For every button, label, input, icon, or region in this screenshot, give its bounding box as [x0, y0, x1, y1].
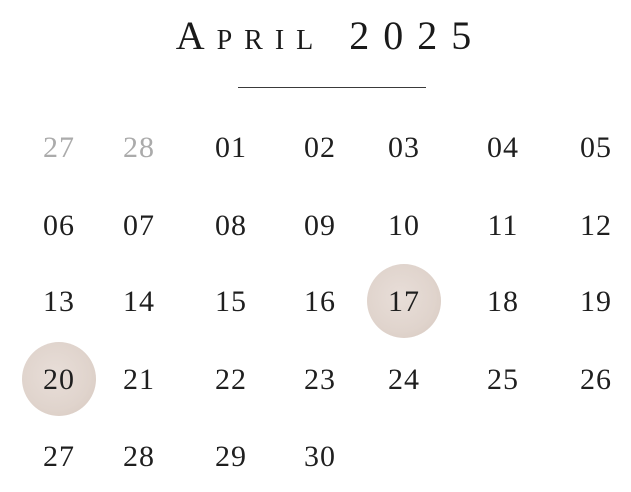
month-label: April [175, 13, 326, 58]
day-cell-other-month[interactable]: 28 [123, 131, 155, 164]
day-cell[interactable]: 24 [388, 363, 420, 396]
day-cell[interactable]: 06 [43, 209, 75, 242]
highlight-circle [367, 264, 441, 338]
day-cell[interactable]: 07 [123, 209, 155, 242]
day-cell[interactable]: 01 [215, 131, 247, 164]
day-cell[interactable]: 30 [304, 440, 336, 473]
calendar-title: April 2025 [0, 12, 631, 59]
day-cell[interactable]: 10 [388, 209, 420, 242]
day-cell[interactable]: 11 [487, 209, 519, 242]
day-cell[interactable]: 15 [215, 285, 247, 318]
day-cell[interactable]: 23 [304, 363, 336, 396]
day-cell[interactable]: 26 [580, 363, 612, 396]
day-cell[interactable]: 08 [215, 209, 247, 242]
day-cell[interactable]: 13 [43, 285, 75, 318]
day-cell[interactable]: 04 [487, 131, 519, 164]
day-cell[interactable]: 09 [304, 209, 336, 242]
day-cell[interactable]: 12 [580, 209, 612, 242]
day-cell[interactable]: 29 [215, 440, 247, 473]
day-cell[interactable]: 02 [304, 131, 336, 164]
day-cell[interactable]: 03 [388, 131, 420, 164]
highlight-circle [22, 342, 96, 416]
title-divider [238, 87, 426, 88]
day-cell[interactable]: 25 [487, 363, 519, 396]
day-cell[interactable]: 16 [304, 285, 336, 318]
day-cell-marked[interactable]: 20 [43, 363, 75, 396]
day-cell-other-month[interactable]: 27 [43, 131, 75, 164]
day-cell[interactable]: 05 [580, 131, 612, 164]
year-label: 2025 [349, 13, 486, 58]
day-cell[interactable]: 19 [580, 285, 612, 318]
day-cell[interactable]: 27 [43, 440, 75, 473]
day-cell[interactable]: 21 [123, 363, 155, 396]
day-cell-marked[interactable]: 17 [388, 285, 420, 318]
day-cell[interactable]: 22 [215, 363, 247, 396]
day-cell[interactable]: 14 [123, 285, 155, 318]
day-cell[interactable]: 18 [487, 285, 519, 318]
day-cell[interactable]: 28 [123, 440, 155, 473]
